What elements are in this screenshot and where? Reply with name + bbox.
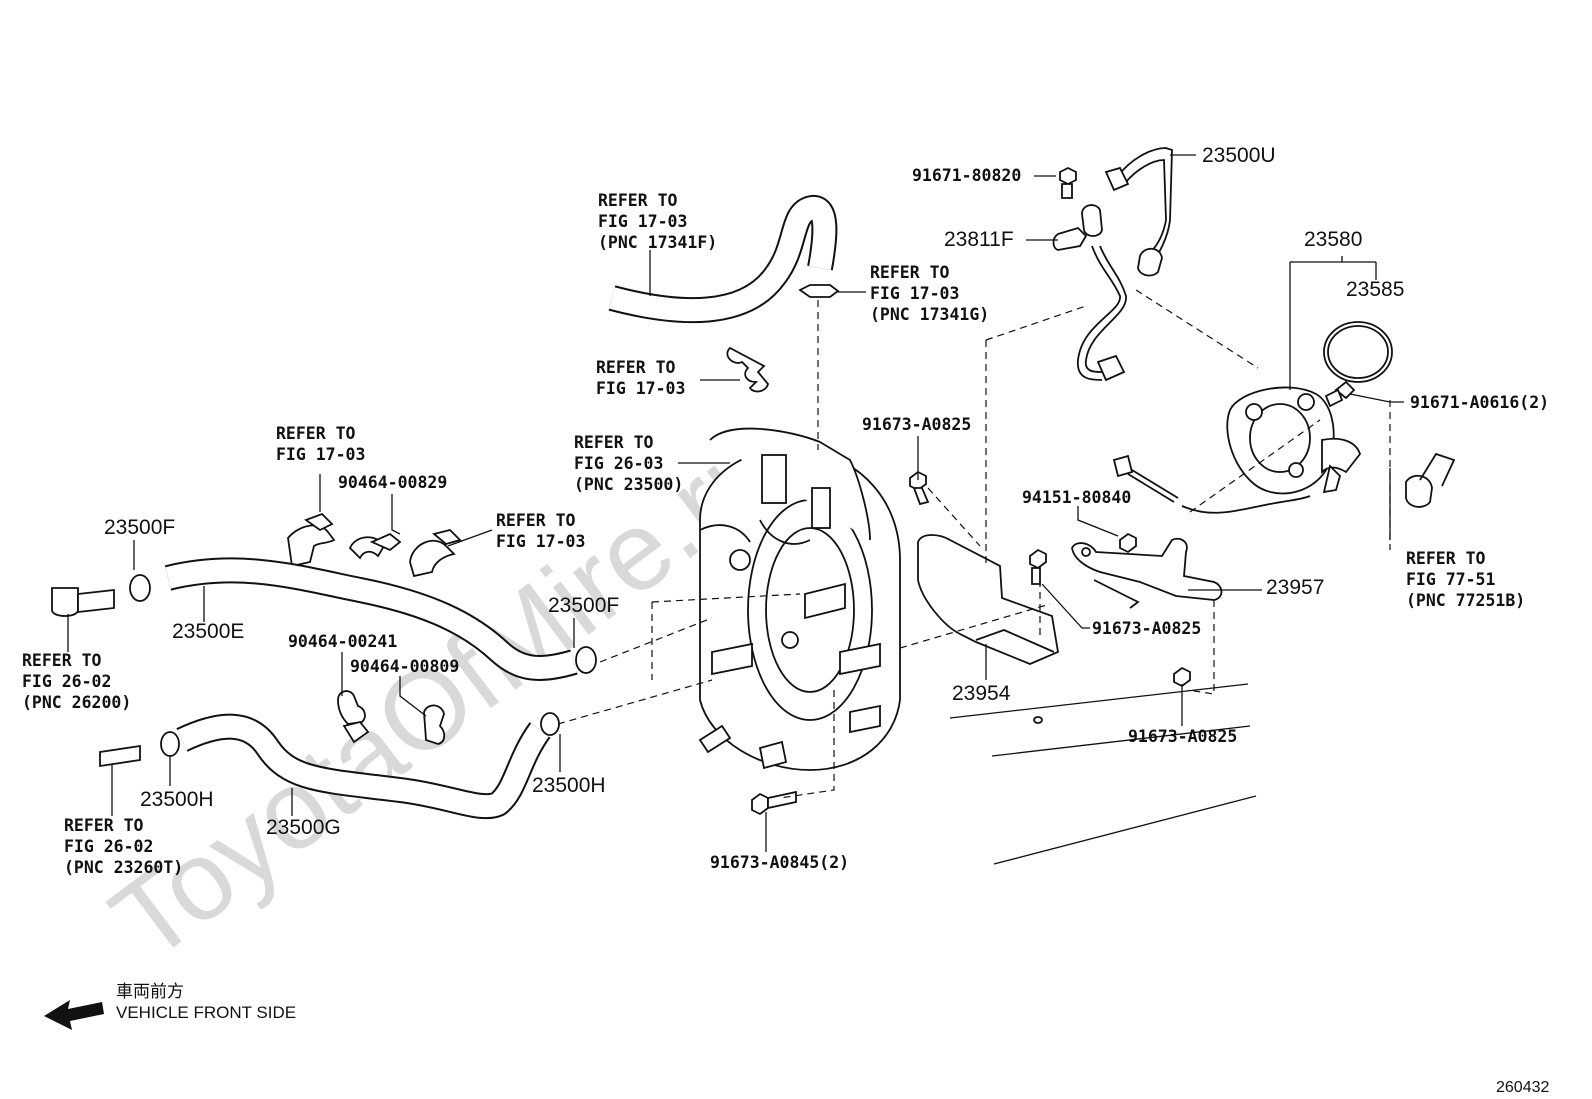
ref-2602-b-line1: REFER TO bbox=[64, 816, 144, 835]
label-91671-A0616: 91671-A0616(2) bbox=[1410, 393, 1549, 412]
label-23500F-b: 23500F bbox=[548, 594, 619, 617]
ref-7751-line2: FIG 77-51 bbox=[1406, 570, 1495, 589]
ref-17341F-line2: FIG 17-03 bbox=[598, 212, 687, 231]
label-90464-00829: 90464-00829 bbox=[338, 473, 447, 492]
bracket-23954 bbox=[917, 534, 1060, 665]
ref-7751-line1: REFER TO bbox=[1406, 549, 1486, 568]
ref-2602-a-line1: REFER TO bbox=[22, 651, 102, 670]
ref-2602-a-line3: (PNC 26200) bbox=[22, 693, 131, 712]
label-23811F: 23811F bbox=[944, 228, 1014, 251]
engine-block-outline bbox=[949, 683, 1257, 865]
ref-17341G-line2: FIG 17-03 bbox=[870, 284, 959, 303]
bracket-23957 bbox=[1071, 537, 1223, 609]
clip-upper bbox=[726, 346, 769, 393]
ref-1703-a-line2: FIG 17-03 bbox=[596, 379, 685, 398]
pump-23580 bbox=[1226, 386, 1362, 495]
direction-label-jp: 車両前方 bbox=[116, 982, 184, 1001]
label-23580: 23580 bbox=[1304, 228, 1362, 251]
ref-2602-b-line2: FIG 26-02 bbox=[64, 837, 153, 856]
bolt-91671-80820 bbox=[1059, 166, 1077, 199]
ref-17341F-line3: (PNC 17341F) bbox=[598, 233, 717, 252]
ref-2603-line3: (PNC 23500) bbox=[574, 475, 683, 494]
label-91673-A0845: 91673-A0845(2) bbox=[710, 853, 849, 872]
bolt-94151-80840 bbox=[1119, 532, 1137, 554]
label-91671-80820: 91671-80820 bbox=[912, 166, 1021, 185]
label-23500U: 23500U bbox=[1202, 144, 1276, 167]
sensor-23811F bbox=[1052, 204, 1127, 382]
clip-90464-00241 bbox=[337, 690, 370, 744]
pipe-23500U bbox=[1104, 147, 1173, 277]
o-ring-23585 bbox=[1323, 321, 1393, 383]
clamp-23500F-b bbox=[575, 646, 597, 674]
ref-17341G-line3: (PNC 17341G) bbox=[870, 305, 989, 324]
clamp-23500H-b bbox=[540, 712, 560, 736]
bolt-91673-A0845 bbox=[751, 790, 797, 816]
clip-90464-00829 bbox=[348, 532, 402, 560]
label-23500H-b: 23500H bbox=[140, 788, 214, 811]
label-23585: 23585 bbox=[1346, 278, 1404, 301]
hose-23500G bbox=[176, 713, 551, 820]
ref-1703-a-line1: REFER TO bbox=[596, 358, 676, 377]
pipe-stub-left bbox=[51, 587, 115, 617]
vacuum-hose-77251B bbox=[1405, 452, 1456, 508]
clip-left-3 bbox=[409, 529, 462, 578]
clip-left-1 bbox=[287, 512, 336, 568]
clamp-23500F-a bbox=[129, 574, 151, 602]
label-23500E: 23500E bbox=[172, 620, 244, 643]
clamp-23500H-a bbox=[160, 731, 180, 757]
ref-17341F-line1: REFER TO bbox=[598, 191, 678, 210]
label-90464-00809: 90464-00809 bbox=[350, 657, 459, 676]
label-91673-A0825-b: 91673-A0825 bbox=[1092, 619, 1201, 638]
label-94151-80840: 94151-80840 bbox=[1022, 488, 1131, 507]
label-23500F-a: 23500F bbox=[104, 516, 175, 539]
front-direction-arrow-icon bbox=[44, 1000, 104, 1030]
ref-17341G-line1: REFER TO bbox=[870, 263, 950, 282]
hose-23500E bbox=[164, 557, 578, 681]
clip-90464-00809 bbox=[423, 704, 446, 745]
ref-2603-line1: REFER TO bbox=[574, 433, 654, 452]
label-23954: 23954 bbox=[952, 682, 1011, 705]
upper-coolant-hose bbox=[608, 195, 838, 324]
hose-clamp bbox=[798, 284, 840, 298]
ref-2602-b-line3: (PNC 23260T) bbox=[64, 858, 183, 877]
direction-label-en: VEHICLE FRONT SIDE bbox=[116, 1003, 296, 1022]
bolt-91673-A0825-b bbox=[1029, 548, 1047, 585]
label-23500H-a: 23500H bbox=[532, 774, 606, 797]
ref-1703-b-line2: FIG 17-03 bbox=[276, 445, 365, 464]
label-90464-00241: 90464-00241 bbox=[288, 632, 397, 651]
label-91673-A0825-a: 91673-A0825 bbox=[862, 415, 971, 434]
bolt-91671-A0616 bbox=[1324, 380, 1356, 408]
figure-number: 260432 bbox=[1496, 1079, 1549, 1096]
label-91673-A0825-c: 91673-A0825 bbox=[1128, 727, 1237, 746]
pipe-stub-lower bbox=[99, 744, 141, 768]
leader-lines bbox=[67, 154, 1404, 852]
ref-2602-a-line2: FIG 26-02 bbox=[22, 672, 111, 691]
ref-1703-c-line2: FIG 17-03 bbox=[496, 532, 585, 551]
bolt-91673-A0825-a bbox=[909, 470, 930, 506]
label-23500G: 23500G bbox=[266, 816, 341, 839]
label-23957: 23957 bbox=[1266, 576, 1324, 599]
ref-7751-line3: (PNC 77251B) bbox=[1406, 591, 1525, 610]
ref-2603-line2: FIG 26-03 bbox=[574, 454, 663, 473]
ref-1703-b-line1: REFER TO bbox=[276, 424, 356, 443]
vaporizer-assembly bbox=[698, 427, 901, 771]
pump-connector-94151 bbox=[1112, 454, 1311, 514]
ref-1703-c-line1: REFER TO bbox=[496, 511, 576, 530]
bolt-91673-A0825-c bbox=[1173, 666, 1191, 688]
